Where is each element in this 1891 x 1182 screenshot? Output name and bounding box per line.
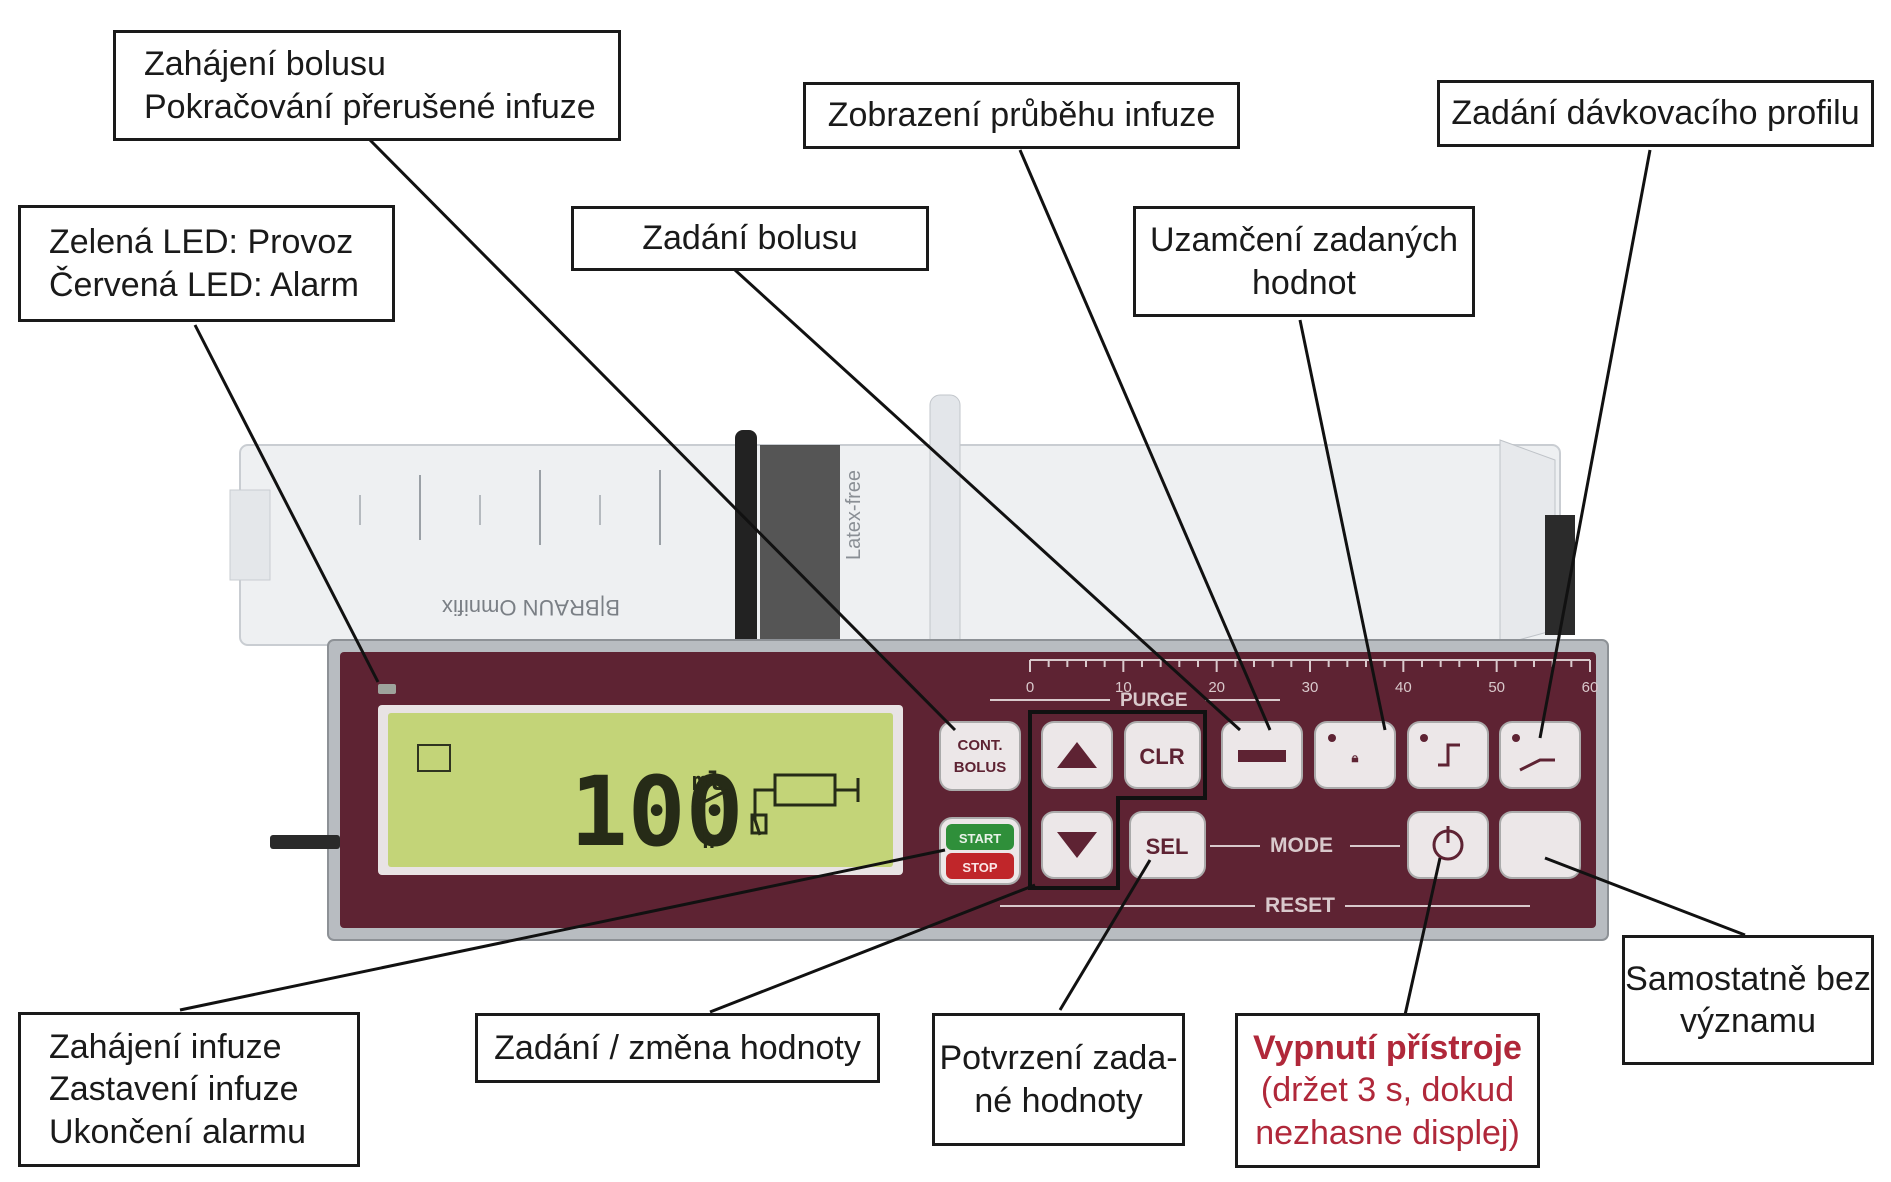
key-pressure[interactable] [1407, 721, 1489, 789]
callout-bolus-start-line1: Zahájení bolusu [144, 45, 386, 83]
key-progress-display[interactable] [1221, 721, 1303, 789]
progress-icon [1238, 750, 1286, 762]
key-arrow-down[interactable] [1041, 811, 1113, 879]
callout-power-off-title: Vypnutí přístroje [1253, 1028, 1522, 1067]
scale-label: 10 [1115, 679, 1132, 696]
callout-dosing-profile: Zadání dávkovacího profilu [1437, 80, 1874, 147]
scale-label: 50 [1488, 679, 1505, 696]
callout-led-green: Zelená LED: Provoz [49, 223, 354, 261]
callout-dosing-profile-text: Zadání dávkovacího profilu [1451, 94, 1860, 133]
key-cont-bolus-line2: BOLUS [954, 759, 1007, 776]
scale-label: 60 [1582, 679, 1599, 696]
syringe-side-label: Latex-free [843, 470, 865, 560]
callout-power-off: Vypnutí přístroje (držet 3 s, dokud nezh… [1235, 1013, 1540, 1168]
callout-power-off-line1: (držet 3 s, dokud [1260, 1071, 1515, 1110]
arrow-down-icon [1057, 832, 1097, 858]
key-start-stop[interactable]: START STOP [939, 817, 1021, 885]
callout-value-change: Zadání / změna hodnoty [475, 1013, 880, 1083]
mode-label: MODE [1270, 834, 1333, 857]
callout-lock-values-line1: Uzamčení zadaných [1149, 221, 1459, 259]
key-cont-bolus-line1: CONT. [958, 737, 1003, 754]
lcd-unit-top: ml [692, 767, 723, 797]
scale-label: 20 [1208, 679, 1225, 696]
syringe: B|BRAUN Omnifix Latex-free [229, 394, 1575, 656]
key-sel[interactable]: SEL [1129, 811, 1206, 879]
key-lock[interactable]: 🔒︎ [1314, 721, 1396, 789]
scale-label: 0 [1026, 679, 1034, 696]
pressure-icon [1438, 743, 1460, 767]
key-clr-label: CLR [1139, 744, 1184, 769]
scale-label: 40 [1395, 679, 1412, 696]
callout-lock-values: Uzamčení zadaných hodnot [1133, 206, 1475, 317]
callout-alarm-end: Ukončení alarmu [49, 1112, 307, 1151]
callout-bolus-start: Zahájení bolusu Pokračování přerušené in… [113, 30, 621, 141]
leader-lines [179, 138, 1746, 1016]
callout-progress-display: Zobrazení průběhu infuze [803, 82, 1240, 149]
callout-confirm-value-line2: né hodnoty [974, 1081, 1143, 1120]
callout-infusion-stop: Zastavení infuze [49, 1070, 299, 1109]
callout-confirm-value: Potvrzení zada- né hodnoty [932, 1013, 1185, 1146]
callout-progress-display-text: Zobrazení průběhu infuze [827, 96, 1216, 135]
volume-scale: 0 10 20 30 40 50 60 [1026, 659, 1599, 696]
key-stop-label: STOP [962, 860, 997, 875]
reset-label: RESET [1265, 894, 1335, 917]
key-arrow-up[interactable] [1041, 721, 1113, 789]
callout-led-info: Zelená LED: Provoz Červená LED: Alarm [18, 205, 395, 322]
callout-bolus-entry: Zadání bolusu [571, 206, 929, 271]
purge-label: PURGE [1120, 690, 1188, 711]
key-start-label: START [959, 831, 1001, 846]
callout-no-meaning: Samostatně bez významu [1622, 935, 1874, 1065]
key-sel-label: SEL [1146, 834, 1189, 859]
callout-power-off-line2: nezhasne displej) [1255, 1113, 1520, 1152]
key-clr[interactable]: CLR [1124, 721, 1201, 789]
profile-icon [1519, 758, 1555, 772]
key-cont-bolus[interactable]: CONT. BOLUS [939, 721, 1021, 791]
lcd-unit-bottom: h [702, 829, 715, 854]
syringe-label: B|BRAUN Omnifix [442, 595, 620, 620]
callout-infusion-start: Zahájení infuze [49, 1027, 282, 1066]
callout-lock-values-line2: hodnot [1252, 263, 1356, 302]
syringe-lcd-icon [750, 773, 860, 836]
callout-confirm-value-line1: Potvrzení zada- [939, 1039, 1178, 1077]
key-dosing-profile[interactable] [1499, 721, 1581, 789]
lcd-value: 100 [570, 756, 743, 868]
key-power[interactable] [1407, 811, 1489, 879]
status-led [378, 684, 396, 694]
callout-led-red: Červená LED: Alarm [49, 265, 359, 304]
arrow-up-icon [1057, 742, 1097, 768]
callout-bolus-entry-text: Zadání bolusu [642, 219, 858, 258]
lcd-display: 100 ml h [378, 705, 903, 875]
callout-bolus-start-line2: Pokračování přerušené infuze [144, 87, 596, 126]
callout-infusion-control: Zahájení infuze Zastavení infuze Ukončen… [18, 1012, 360, 1167]
callout-value-change-text: Zadání / změna hodnoty [494, 1028, 861, 1067]
scale-label: 30 [1302, 679, 1319, 696]
callout-no-meaning-line1: Samostatně bez [1625, 959, 1871, 998]
callout-no-meaning-line2: významu [1679, 1002, 1817, 1040]
key-blank[interactable] [1499, 811, 1581, 879]
lock-icon: 🔒︎ [1352, 750, 1359, 765]
